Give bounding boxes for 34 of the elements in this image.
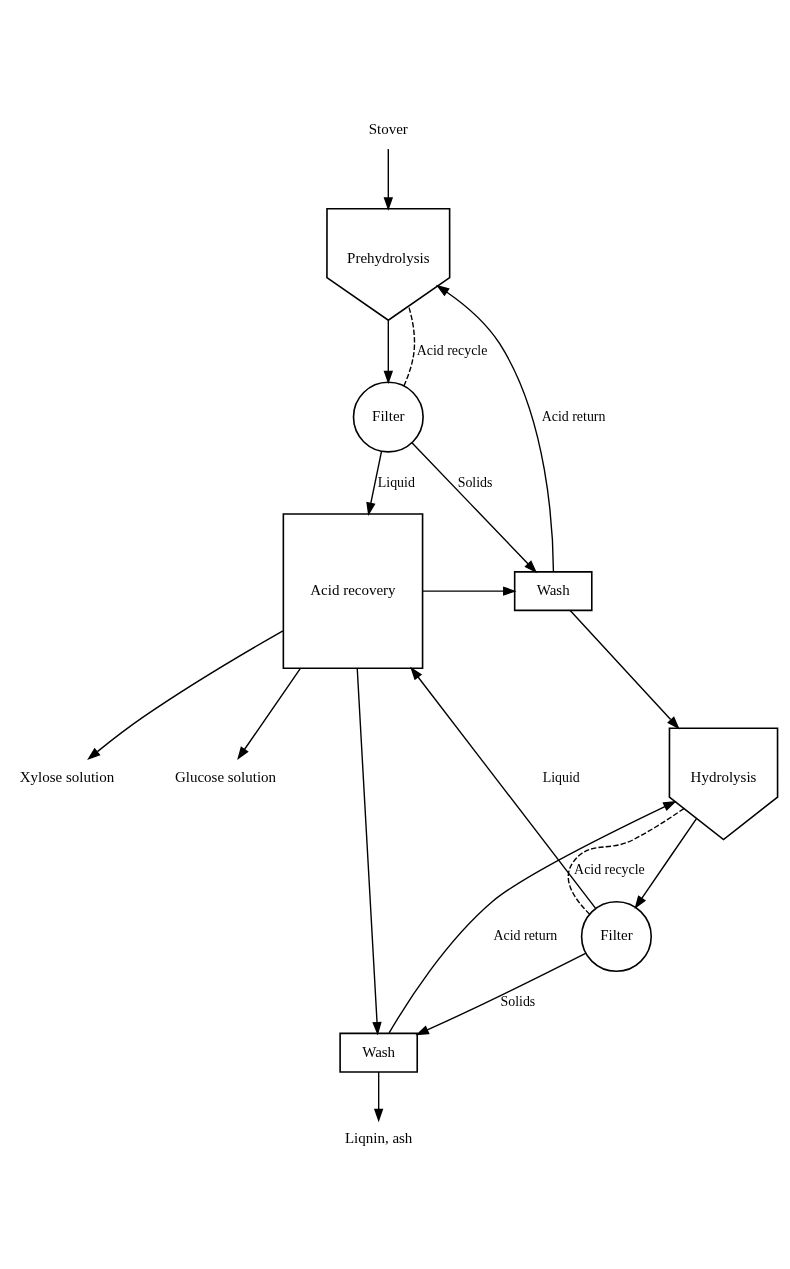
arrow [383,319,394,385]
edge-label: Acid return [493,928,558,944]
edge-label: Solids [457,474,493,490]
arrow [569,609,680,730]
node-circle: Filter [352,381,424,453]
arrow [634,817,698,910]
edge-label: Solids [500,994,536,1009]
node-box: Wash [339,1032,419,1073]
edge-label: Liquid [377,474,415,490]
arrow [435,284,555,573]
node-box: Acid recovery [282,513,424,670]
arrow [373,1071,384,1123]
node-text: Liqnin, ash [344,1130,413,1147]
arrow [410,666,597,909]
node-box: Wash [513,571,593,612]
arrow [411,442,538,574]
edge-label: Acid recycle [416,342,488,358]
arrow [383,148,394,211]
node-text: Glucose solution [174,768,277,785]
connector [403,305,416,387]
arrow [237,667,302,761]
connector [567,807,685,915]
node-text: Stover [368,120,408,137]
arrow [388,800,677,1034]
edge-label: Acid return [541,408,606,424]
arrow [87,630,284,760]
edge-label: Acid recycle [574,862,645,878]
arrow [421,586,517,596]
node-text: Xylose solution [19,768,115,785]
edge-label: Liquid [542,769,580,785]
arrow [415,952,587,1036]
node-circle: Filter [580,900,653,973]
arrow [366,450,383,516]
arrow [356,667,382,1036]
